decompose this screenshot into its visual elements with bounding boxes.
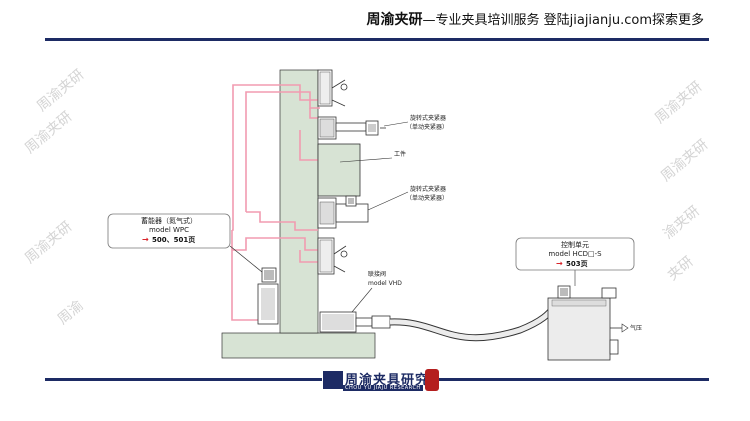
control-unit-pages: 503页 (566, 260, 588, 268)
hose (389, 302, 559, 342)
logo-icon (323, 371, 343, 389)
rotary-clamp-1 (317, 116, 386, 140)
lower-clamp (317, 237, 348, 275)
connect-valve (319, 287, 391, 333)
header: 周渝夹研—专业夹具培训服务 登陆jiajianju.com探索更多 (367, 9, 705, 29)
header-brand: 周渝夹研 (366, 12, 423, 28)
accumulator-title: 蓄能器（氮气式） (141, 216, 197, 225)
accumulator (229, 245, 279, 325)
hydraulic-lines (231, 84, 320, 321)
control-unit-arrow: → (556, 259, 563, 268)
control-unit-model: model HCD□-S (548, 250, 602, 258)
connect-valve-model: model VHD (368, 280, 402, 287)
rotary-clamp-1-sublabel: （单动夹紧器） (406, 123, 448, 131)
fixture-plate (279, 69, 319, 334)
rotary-clamp-1-label: 旋转式夹紧器 (410, 114, 446, 122)
accumulator-pages: 500、501页 (152, 236, 195, 244)
rotary-clamp-2-sublabel: （单动夹紧器） (406, 194, 448, 202)
control-unit-callout-box (515, 237, 635, 271)
header-slogan: —专业夹具培训服务 登陆jiajianju.com探索更多 (422, 13, 705, 28)
rotary-clamp-2-label: 旋转式夹紧器 (410, 185, 446, 193)
top-rule (45, 38, 709, 41)
workpiece-label: 工件 (394, 150, 406, 158)
accumulator-model: model WPC (149, 226, 189, 234)
leader-lines (339, 121, 409, 211)
footer-logo-sub: CHOU YU JIAJU RESEARCH (343, 385, 423, 391)
footer-logo-text: 周渝夹具研究 (345, 373, 430, 388)
rotary-clamp-2 (317, 195, 369, 229)
workpiece (317, 143, 361, 197)
red-seal-icon (425, 369, 439, 391)
base-plate (221, 332, 376, 359)
top-clamp (317, 69, 348, 107)
air-pressure-label: 气压 (630, 324, 642, 332)
control-unit-title: 控制单元 (561, 240, 589, 249)
connect-valve-label: 联接阀 (368, 270, 386, 278)
control-unit (547, 262, 629, 361)
accumulator-arrow: → (142, 235, 149, 244)
accumulator-callout-box (107, 213, 231, 249)
